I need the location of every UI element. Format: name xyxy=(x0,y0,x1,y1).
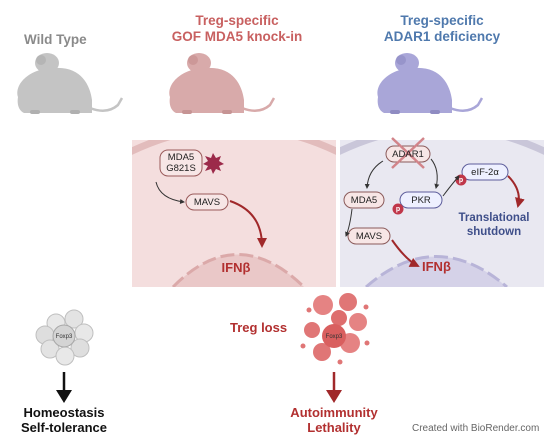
pkr-phospho-badge-icon: p xyxy=(392,203,404,215)
homeostasis-down-arrow xyxy=(56,372,72,403)
gof-mda5-to-mavs-arrow xyxy=(155,181,185,204)
autoimmunity-line1: Autoimmunity xyxy=(290,405,378,420)
mda5-label: MDA5 xyxy=(167,152,195,163)
adar1-label: ADAR1 xyxy=(392,149,424,160)
homeostasis-label: Homeostasis Self-tolerance xyxy=(21,405,107,435)
adar-ifnb-label: IFNβ xyxy=(422,259,451,274)
pkr-label: PKR xyxy=(411,195,431,206)
gof-title: Treg-specific GOF MDA5 knock-in xyxy=(172,13,303,45)
mutation-burst-icon xyxy=(203,153,224,174)
adar-title-line2: ADAR1 deficiency xyxy=(383,29,501,44)
healthy-treg-cluster-icon: Foxp3 xyxy=(35,309,94,366)
gof-title-line1: Treg-specific xyxy=(195,13,279,28)
gof-ifnb-label: IFNβ xyxy=(221,260,251,275)
healthy-foxp3-label: Foxp3 xyxy=(56,334,73,340)
gof-title-line2: GOF MDA5 knock-in xyxy=(171,29,303,44)
adar-mavs-label: MAVS xyxy=(355,231,383,242)
translational-line2: shutdown xyxy=(466,226,522,238)
adar-title: Treg-specific ADAR1 deficiency xyxy=(384,13,500,45)
adar-panel xyxy=(340,140,544,287)
adar-mda5-label: MDA5 xyxy=(350,195,378,206)
wild-type-title: Wild Type xyxy=(24,32,87,47)
adar-mda5-box xyxy=(343,191,385,209)
mda5-to-mavs-arrow xyxy=(345,208,353,237)
biorender-credit: Created with BioRender.com xyxy=(412,423,540,434)
autoimmunity-line2: Lethality xyxy=(307,420,361,435)
gof-mavs-box xyxy=(185,193,229,211)
dying-foxp3-label: Foxp3 xyxy=(326,334,343,340)
adar-mouse-icon xyxy=(377,53,484,114)
adar1-to-pkr-arrow xyxy=(430,158,440,189)
autoimmunity-down-arrow xyxy=(326,372,342,403)
dying-treg-cluster-icon: Foxp3 xyxy=(300,293,370,365)
g821s-label: G821S xyxy=(166,163,196,174)
pkr-box xyxy=(399,191,443,209)
gof-mavs-label: MAVS xyxy=(193,197,221,208)
pkr-phospho-label: p xyxy=(396,206,400,213)
homeostasis-line1: Homeostasis xyxy=(23,405,105,420)
wild-type-mouse-icon xyxy=(17,53,124,114)
translational-line1: Translational xyxy=(458,212,530,224)
eif2a-label: eIF-2α xyxy=(471,167,499,178)
adar1-to-mda5-arrow xyxy=(364,160,384,189)
eif2a-phospho-label: p xyxy=(459,177,463,184)
translational-shutdown-label: Translational shutdown xyxy=(459,211,530,239)
homeostasis-line2: Self-tolerance xyxy=(21,420,107,435)
eif2a-phospho-badge-icon: p xyxy=(455,174,467,186)
adar1-deletion-cross-icon xyxy=(391,137,425,169)
gof-mavs-to-ifnb-arrow xyxy=(229,200,267,248)
mda5-g821s-box xyxy=(159,149,203,177)
autoimmunity-label: Autoimmunity Lethality xyxy=(290,405,377,435)
mda5-g821s-label: MDA5 G821S xyxy=(166,152,196,174)
treg-loss-label: Treg loss xyxy=(230,320,288,335)
adar-title-line1: Treg-specific xyxy=(400,13,484,28)
eif2a-box xyxy=(461,163,509,181)
eif2a-to-shutdown-arrow xyxy=(507,175,525,208)
gof-mouse-icon xyxy=(169,53,276,114)
mavs-to-ifnb-arrow xyxy=(391,239,420,267)
pkr-to-eif2a-arrow xyxy=(442,175,460,197)
